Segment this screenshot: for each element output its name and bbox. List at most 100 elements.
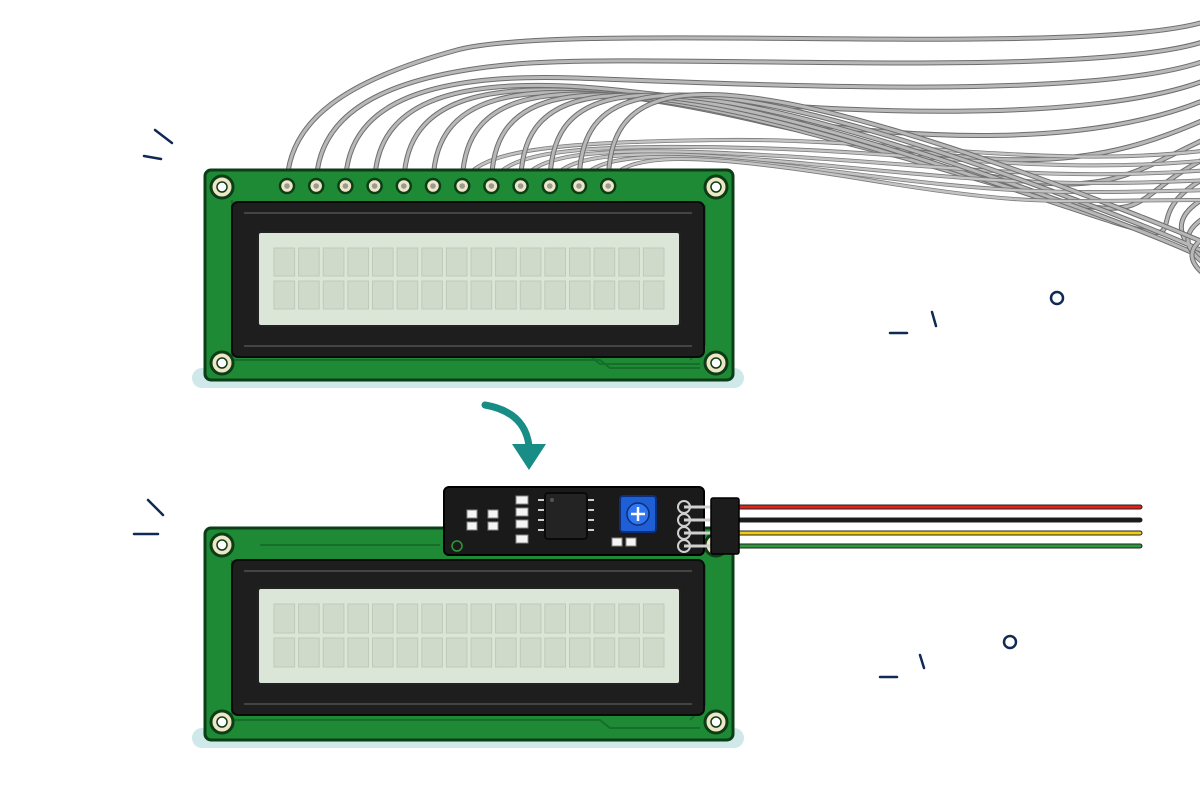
mounting-hole bbox=[710, 357, 722, 369]
lcd-bottom-char-grid bbox=[273, 603, 665, 668]
lcd-top-module bbox=[192, 168, 744, 388]
ribbon-wire-core bbox=[606, 93, 1200, 273]
lcd-bottom-screen bbox=[257, 587, 681, 685]
char-cell bbox=[618, 247, 640, 277]
curved-arrow-icon bbox=[481, 401, 546, 470]
decorative-doodles bbox=[132, 128, 1065, 679]
char-cell bbox=[421, 603, 443, 634]
char-cell bbox=[372, 637, 394, 668]
char-cell bbox=[421, 280, 443, 310]
header-pin-core bbox=[605, 183, 611, 189]
mounting-hole bbox=[710, 181, 722, 193]
char-cell bbox=[495, 280, 517, 310]
doodle-dash bbox=[930, 310, 938, 328]
doodle-dash bbox=[146, 498, 165, 517]
ribbon-wire-core bbox=[461, 138, 1200, 188]
mounting-hole bbox=[710, 716, 722, 728]
char-cell bbox=[372, 280, 394, 310]
char-cell bbox=[396, 603, 419, 634]
char-cell bbox=[445, 603, 468, 634]
char-cell bbox=[396, 247, 419, 277]
doodle-dash bbox=[142, 154, 163, 161]
lcd-top-header-pins bbox=[278, 177, 617, 195]
char-cell bbox=[544, 280, 567, 310]
lcd-bottom-module bbox=[192, 526, 744, 748]
char-cell bbox=[569, 603, 591, 634]
char-cell bbox=[495, 603, 517, 634]
char-cell bbox=[642, 280, 665, 310]
char-cell bbox=[470, 637, 493, 668]
header-pin-core bbox=[488, 183, 495, 189]
lcd-top-screen bbox=[257, 231, 681, 327]
ribbon-wire-core bbox=[577, 155, 1200, 194]
doodle-dash bbox=[153, 128, 174, 145]
char-cell bbox=[273, 603, 296, 634]
ribbon-wire-core bbox=[343, 60, 1200, 188]
char-cell bbox=[470, 247, 493, 277]
char-cell bbox=[618, 637, 640, 668]
char-cell bbox=[347, 637, 369, 668]
header-pin-core bbox=[517, 183, 524, 189]
char-cell bbox=[470, 603, 493, 634]
char-cell bbox=[642, 247, 665, 277]
char-cell bbox=[322, 637, 345, 668]
header-pin-core bbox=[371, 183, 378, 189]
char-cell bbox=[495, 637, 517, 668]
header-pin-core bbox=[430, 183, 436, 189]
mounting-hole bbox=[216, 181, 228, 193]
ribbon-wire-core bbox=[489, 93, 1200, 210]
header-pin-core bbox=[459, 183, 466, 189]
char-cell bbox=[396, 637, 419, 668]
char-cell bbox=[298, 637, 320, 668]
char-cell bbox=[421, 637, 443, 668]
char-cell bbox=[273, 247, 296, 277]
lcd-top-mounting-holes bbox=[209, 174, 729, 376]
char-cell bbox=[519, 637, 542, 668]
char-cell bbox=[495, 247, 517, 277]
i2c-backpack-module bbox=[443, 486, 740, 556]
char-cell bbox=[347, 280, 369, 310]
char-cell bbox=[593, 637, 616, 668]
parallel-ribbon-wires bbox=[284, 20, 1200, 275]
header-pin-core bbox=[284, 183, 290, 189]
header-pin-core bbox=[313, 183, 320, 189]
char-cell bbox=[544, 247, 567, 277]
char-cell bbox=[519, 603, 542, 634]
i2c-output-wires bbox=[735, 504, 1143, 549]
header-pin-core bbox=[401, 183, 407, 189]
ribbon-wire-core bbox=[490, 145, 1200, 188]
char-cell bbox=[372, 603, 394, 634]
char-cell bbox=[569, 247, 591, 277]
char-cell bbox=[519, 247, 542, 277]
char-cell bbox=[298, 247, 320, 277]
potentiometer-icon bbox=[619, 495, 657, 533]
ribbon-wire-core bbox=[548, 153, 1200, 188]
doodle-circle bbox=[1002, 634, 1018, 650]
char-cell bbox=[569, 280, 591, 310]
char-cell bbox=[273, 637, 296, 668]
smd-components bbox=[466, 495, 637, 547]
mount-dot bbox=[451, 540, 463, 552]
header-pin-core bbox=[547, 183, 553, 189]
i2c-header-connector bbox=[710, 497, 740, 555]
char-cell bbox=[322, 280, 345, 310]
char-cell bbox=[298, 280, 320, 310]
ribbon-wire-core bbox=[548, 93, 1200, 258]
char-cell bbox=[642, 603, 665, 634]
ribbon-wire-core bbox=[577, 93, 1200, 262]
mounting-hole bbox=[216, 539, 228, 551]
char-cell bbox=[372, 247, 394, 277]
lcd-bottom-mounting-holes bbox=[209, 532, 729, 735]
char-cell bbox=[445, 637, 468, 668]
char-cell bbox=[593, 280, 616, 310]
header-pin-core bbox=[342, 183, 349, 189]
char-cell bbox=[273, 280, 296, 310]
ribbon-wire-core bbox=[607, 157, 1200, 203]
char-cell bbox=[618, 280, 640, 310]
char-cell bbox=[569, 637, 591, 668]
char-cell bbox=[544, 637, 567, 668]
i2c-pin-pads bbox=[677, 500, 712, 553]
mounting-hole bbox=[216, 716, 228, 728]
char-cell bbox=[618, 603, 640, 634]
